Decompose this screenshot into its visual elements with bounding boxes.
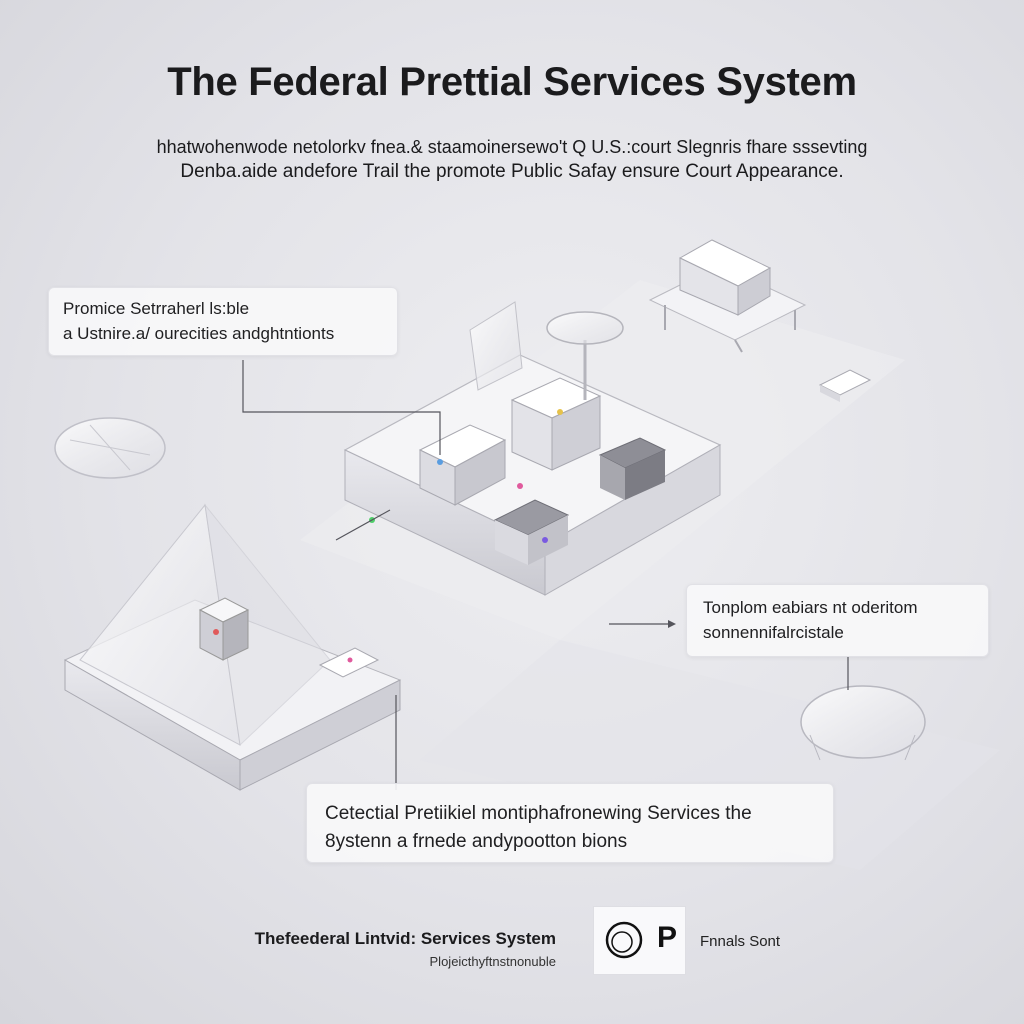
left-floating-dish xyxy=(54,417,166,479)
connector-lines xyxy=(242,360,849,790)
callout-bottom-line2: 8ystenn a frnede andypootton bions xyxy=(325,831,628,852)
callout-bottom: Cetectial Pretiikiel montiphafronewing S… xyxy=(306,783,834,863)
footer-logo xyxy=(593,906,686,975)
callout-top-left: Promice Setrraherl ls:ble a Ustnire.a/ o… xyxy=(48,287,398,356)
callout-top-left-line1: Promice Setrraherl ls:ble xyxy=(63,299,250,318)
main-building xyxy=(343,301,722,596)
footer-title: Thefeederal Lintvid: Services System xyxy=(254,929,556,948)
subtitle-line-1: hhatwohenwode netolorkv fnea.& staamoine… xyxy=(156,137,868,157)
pyramid-pavilion xyxy=(63,503,402,791)
callout-right-line2: sonnennifalrcistale xyxy=(703,623,844,642)
logo-glyph: P xyxy=(657,921,678,954)
footer-left: Thefeederal Lintvid: Services System Plo… xyxy=(218,929,556,969)
callout-bottom-line1: Cetectial Pretiikiel montiphafronewing S… xyxy=(325,803,752,824)
floor-plate xyxy=(300,280,1000,870)
right-ground-dish xyxy=(800,685,926,761)
footer-right-text: Fnnals Sont xyxy=(700,933,781,950)
callout-top-left-line2: a Ustnire.a/ ourecities andghtntionts xyxy=(63,324,335,343)
footer-subtitle: Plojeicthyftnstnonuble xyxy=(429,954,556,969)
subtitle-line-2: Denba.aide andefore Trail the promote Pu… xyxy=(180,161,844,182)
central-dish xyxy=(546,311,624,400)
page-title: The Federal Prettial Services System xyxy=(167,60,857,104)
arrow-head xyxy=(668,620,676,628)
callout-right: Tonplom eabiars nt oderitom sonnennifalr… xyxy=(686,584,989,657)
logo-mark-icon xyxy=(605,921,643,959)
callout-right-line1: Tonplom eabiars nt oderitom xyxy=(703,598,918,617)
upper-right-structure xyxy=(648,239,872,402)
